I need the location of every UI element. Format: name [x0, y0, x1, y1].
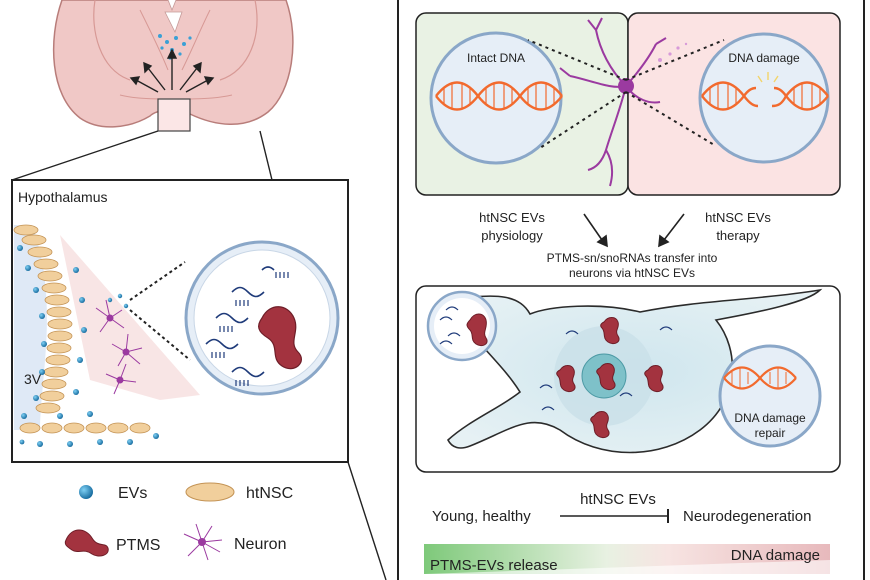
outcome-row: Young, healthy htNSC EVs Neurodegenerati… [424, 491, 830, 574]
zoom-box [157, 98, 191, 132]
legend-evs: EVs [118, 485, 147, 502]
brain-section [11, 0, 294, 181]
transfer-panel: DNA damage repair [415, 285, 841, 473]
legend-neuron: Neuron [234, 536, 286, 553]
brain-arrows [129, 48, 215, 93]
dna-damage-label: DNA damage [728, 51, 800, 65]
repair-circle [718, 344, 822, 448]
transfer-line1: PTMS-sn/snoRNAs transfer into [547, 251, 718, 265]
right-frame [397, 0, 865, 580]
ventricle-label: 3V [24, 371, 42, 387]
repair-line2: repair [755, 426, 786, 440]
htnsc-cell-layer [13, 224, 151, 434]
intact-dna-helix [435, 81, 563, 111]
intact-dna-label: Intact DNA [467, 51, 525, 65]
neuron-soma [618, 78, 634, 94]
neurodegeneration-label: Neurodegeneration [683, 508, 811, 525]
physiology-line1: htNSC EVs [479, 210, 545, 225]
htnsc-legend-icon [185, 482, 235, 502]
therapy-line1: htNSC EVs [705, 210, 771, 225]
neuron-legend-icon [183, 523, 223, 561]
damage-label: DNA damage [731, 547, 820, 564]
young-healthy-label: Young, healthy [432, 508, 531, 525]
hypothalamus-label: Hypothalamus [18, 189, 108, 205]
hypothalamus-panel: Hypothalamus 3V [11, 179, 349, 463]
release-label: PTMS-EVs release [430, 557, 558, 574]
legend-htnsc: htNSC [246, 485, 293, 502]
mid-annotations: htNSC EVs physiology htNSC EVs therapy P… [479, 210, 771, 280]
repair-line1: DNA damage [734, 411, 806, 425]
ev-legend-icon [79, 485, 93, 499]
damaged-dna-circle [698, 32, 830, 164]
therapy-line2: therapy [716, 228, 760, 243]
dna-comparison: Intact DNA DNA damage [415, 12, 841, 196]
damaged-dna-helix [701, 81, 829, 111]
hypothalamus-neurons [95, 299, 143, 395]
ev-zoom-circle [184, 240, 340, 396]
transfer-line2: neurons via htNSC EVs [569, 266, 695, 280]
cytoplasm-ptms [556, 317, 664, 439]
repaired-dna-helix [723, 366, 797, 390]
legend: EVs htNSC PTMS Neuron [64, 482, 293, 561]
legend-ptms: PTMS [116, 537, 160, 554]
small-ev [426, 290, 498, 362]
cytoplasm-rnas [539, 326, 673, 411]
ptms-legend-icon [64, 529, 109, 557]
ventricle-ev-dots [17, 245, 159, 447]
physiology-line2: physiology [481, 228, 543, 243]
inhibitor-label: htNSC EVs [580, 491, 656, 508]
